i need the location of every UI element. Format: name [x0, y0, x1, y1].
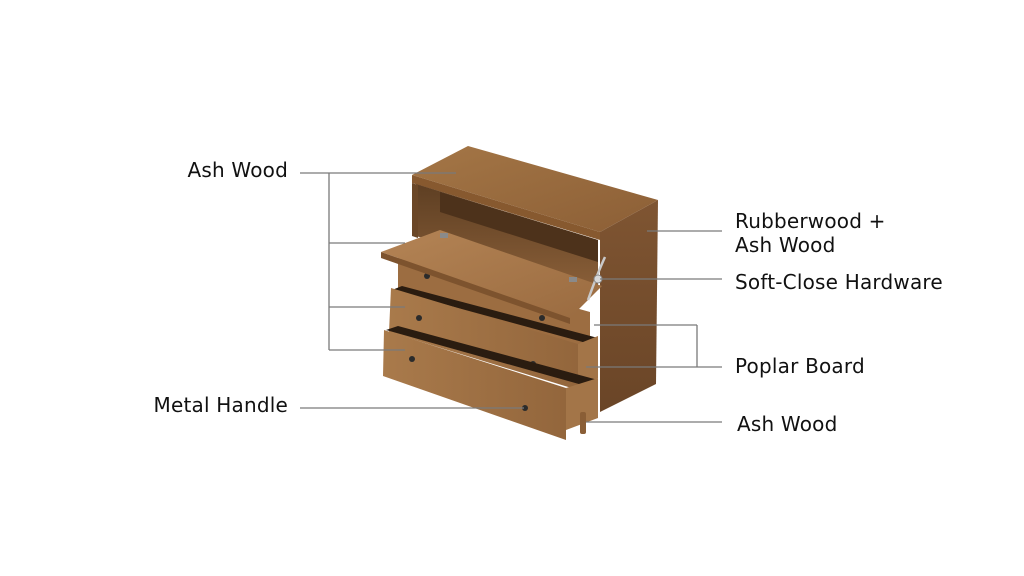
- bottom-drawer-front: [383, 330, 566, 440]
- middle-drawer-inside: [392, 286, 598, 344]
- label-metal-handle: Metal Handle: [153, 393, 288, 417]
- middle-drawer-knob-left: [416, 315, 422, 321]
- label-poplar-board: Poplar Board: [735, 354, 865, 378]
- label-ash-wood-leg: Ash Wood: [737, 412, 838, 436]
- compartment-left-wall: [412, 183, 418, 238]
- leg: [580, 412, 586, 434]
- front-edge: [412, 175, 600, 240]
- chest-of-drawers: [381, 146, 658, 440]
- drop-front-lid-edge: [381, 252, 570, 324]
- bottom-drawer-knob-left: [409, 356, 415, 362]
- bottom-drawer-inside: [386, 326, 598, 386]
- label-rubberwood-line1: Rubberwood +: [735, 209, 886, 233]
- side-panel: [600, 200, 658, 412]
- top-panel: [412, 146, 658, 232]
- drop-front-lid: [381, 230, 602, 318]
- lid-hinge-left: [440, 233, 448, 238]
- bottom-drawer-side: [566, 378, 598, 430]
- top-drawer-knob-right: [539, 315, 545, 321]
- label-rubberwood-line2: Ash Wood: [735, 233, 836, 257]
- compartment-back: [440, 192, 598, 262]
- bottom-drawer-knob-right: [522, 405, 528, 411]
- leader-lines: [300, 172, 722, 423]
- lid-hinge-right: [569, 277, 577, 282]
- label-soft-close-hardware: Soft-Close Hardware: [735, 270, 943, 294]
- middle-drawer-side: [578, 336, 598, 388]
- label-ash-wood-top: Ash Wood: [187, 158, 288, 182]
